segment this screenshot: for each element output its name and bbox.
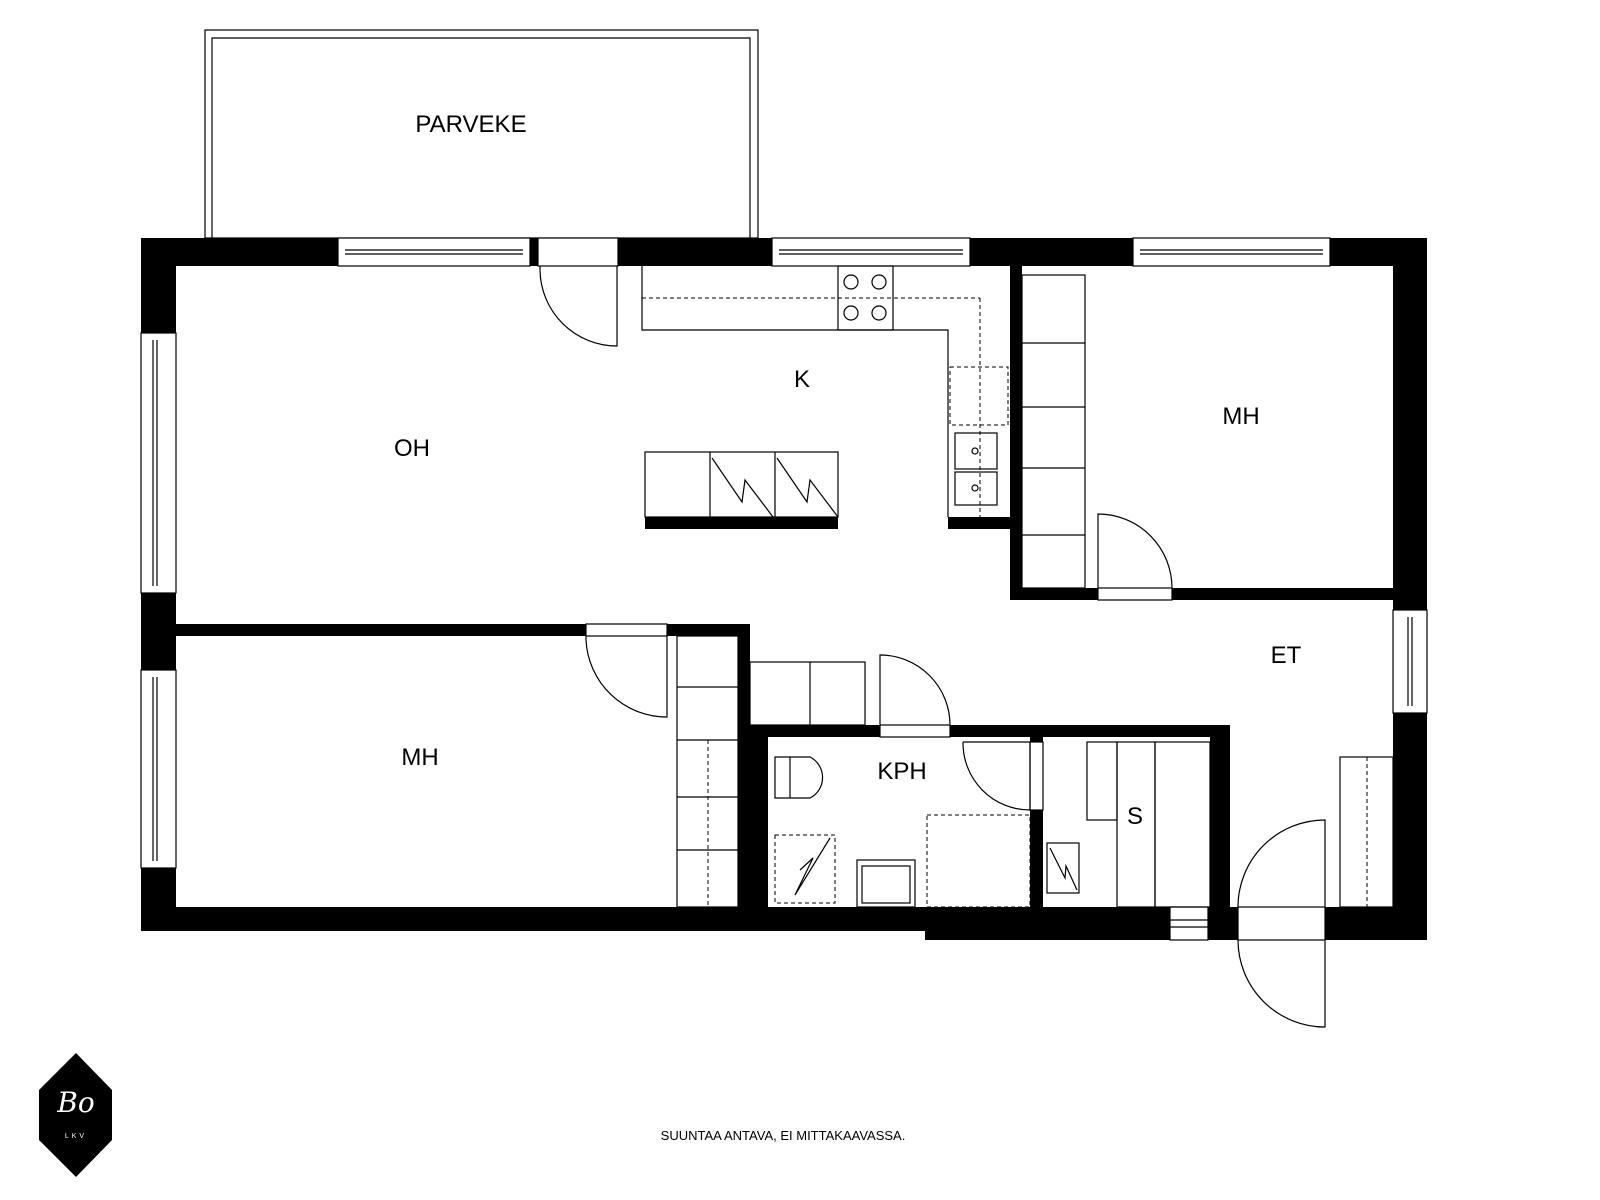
- kitchen-counters: [641, 265, 1009, 529]
- wardrobes: [676, 274, 1394, 908]
- room-label-bathroom: KPH: [877, 758, 926, 785]
- company-logo: Bo LKV: [39, 1053, 112, 1177]
- disclaimer-text: SUUNTAA ANTAVA, EI MITTAKAAVASSA.: [661, 1128, 906, 1143]
- doors: [539, 266, 1326, 1028]
- room-label-sauna: S: [1127, 803, 1143, 830]
- logo-mark: Bo: [56, 1086, 94, 1119]
- room-label-balcony: PARVEKE: [415, 111, 526, 138]
- room-label-bedroom-right: MH: [1222, 403, 1259, 430]
- room-label-kitchen: K: [794, 366, 810, 393]
- windows: [140, 237, 1428, 941]
- room-label-hallway: ET: [1271, 642, 1302, 669]
- room-label-living-room: OH: [394, 435, 430, 462]
- room-label-bedroom-left: MH: [401, 744, 438, 771]
- logo-subtext: LKV: [65, 1133, 87, 1140]
- bathroom-fixtures: [774, 741, 1211, 908]
